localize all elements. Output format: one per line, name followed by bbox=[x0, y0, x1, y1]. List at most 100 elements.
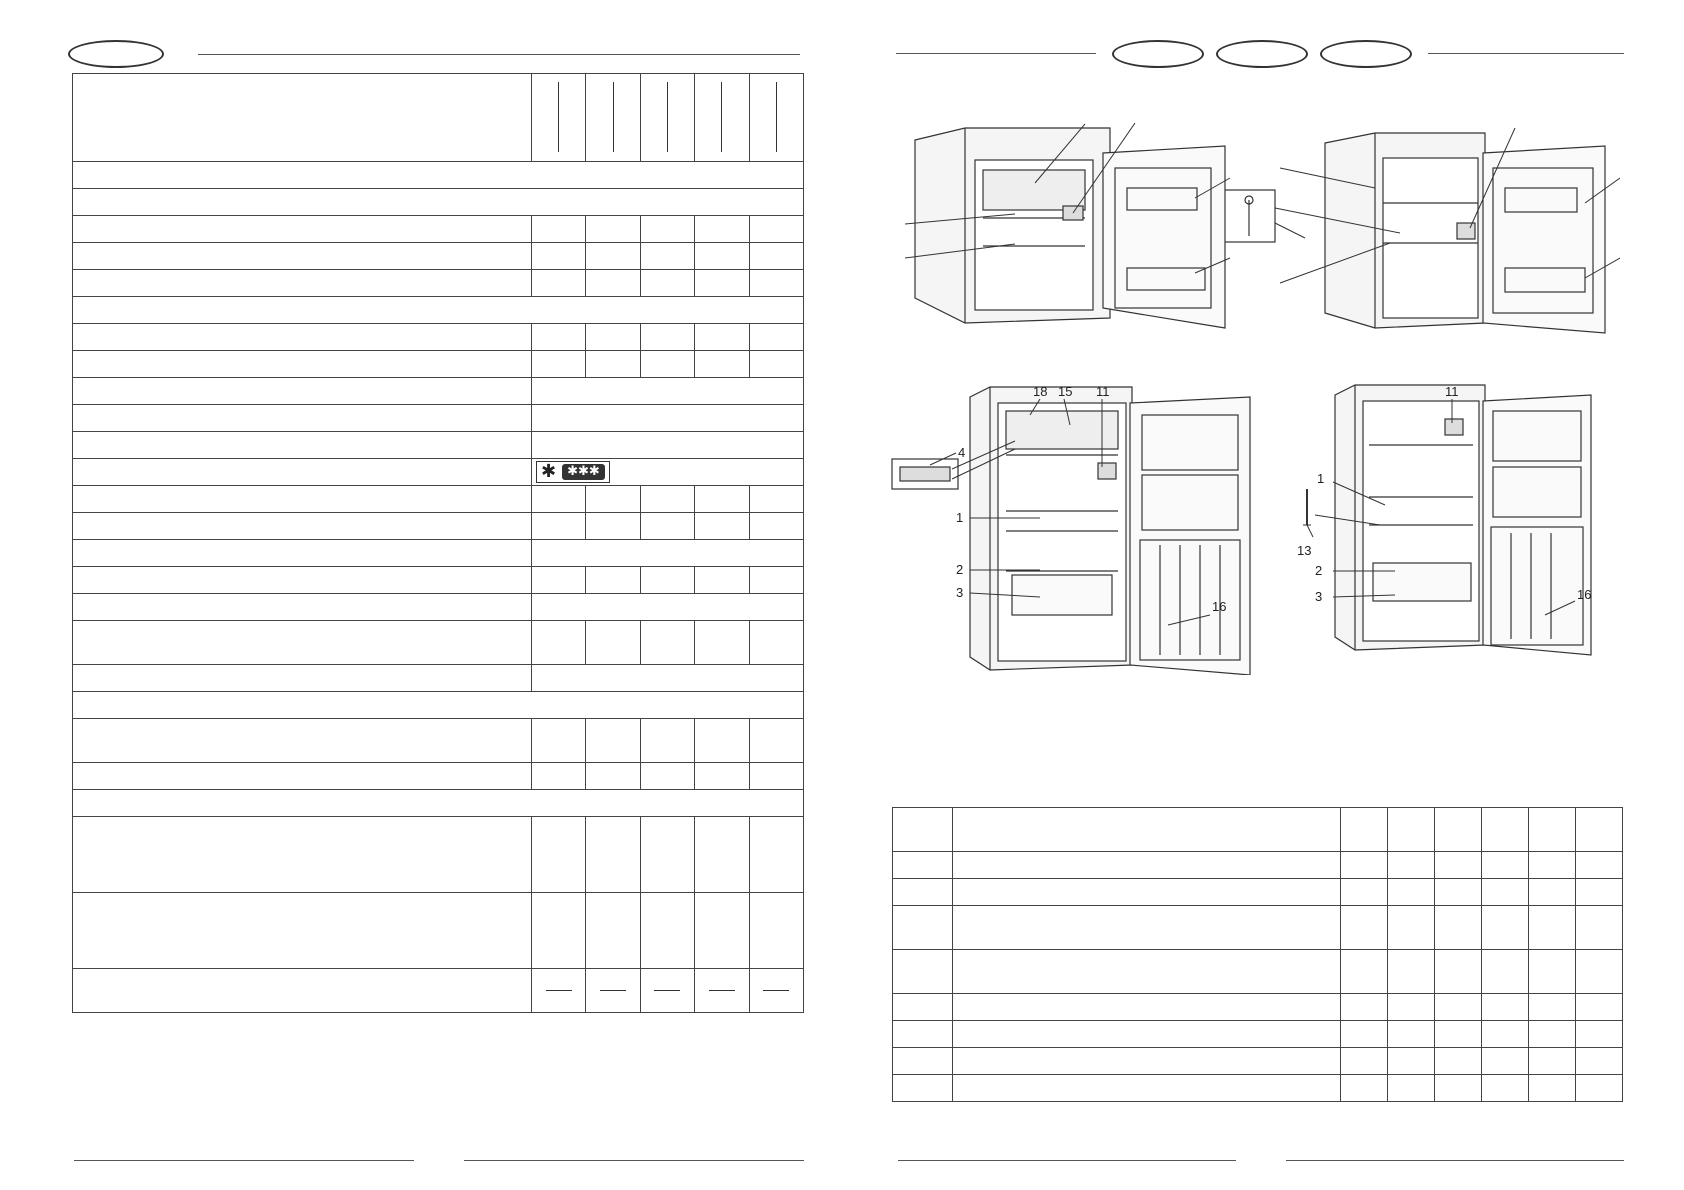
legend-number-cell bbox=[892, 807, 953, 852]
spec-value-cell bbox=[639, 762, 696, 790]
spec-label-cell bbox=[72, 968, 532, 1013]
spec-section-cell bbox=[72, 296, 804, 324]
spec-section-cell bbox=[72, 789, 804, 817]
callout-4: 4 bbox=[958, 445, 965, 460]
callout-11: 11 bbox=[1096, 384, 1110, 399]
legend-table-grid bbox=[892, 807, 1623, 1102]
spec-row bbox=[72, 664, 804, 692]
spec-label-cell bbox=[72, 323, 532, 351]
spec-value-cell bbox=[748, 485, 804, 513]
spec-label-cell bbox=[72, 458, 532, 486]
spec-value-cell bbox=[530, 718, 587, 763]
right-header-rule-right bbox=[1428, 53, 1624, 54]
spec-table: ✱✱✱✱ bbox=[72, 73, 804, 1021]
spec-value-cell bbox=[748, 892, 804, 969]
legend-value-cell bbox=[1387, 949, 1435, 994]
spec-value-cell bbox=[639, 485, 696, 513]
spec-value-cell bbox=[530, 762, 587, 790]
spec-value-cell bbox=[748, 73, 804, 162]
spec-value-cell bbox=[748, 323, 804, 351]
model-column-marker bbox=[666, 82, 668, 152]
legend-description-cell bbox=[952, 851, 1341, 879]
spec-value-cell bbox=[639, 512, 696, 540]
legend-row bbox=[892, 807, 1623, 852]
legend-value-cell bbox=[1528, 851, 1576, 879]
legend-value-cell bbox=[1340, 1020, 1388, 1048]
right-header-oval-3 bbox=[1320, 40, 1412, 68]
right-footer-rule-1 bbox=[898, 1160, 1236, 1161]
callout-2: 2 bbox=[1315, 563, 1322, 578]
spec-label-cell bbox=[72, 593, 532, 621]
dash-marker bbox=[545, 990, 572, 991]
spec-value-cell bbox=[748, 215, 804, 243]
spec-row bbox=[72, 789, 804, 817]
spec-label-cell bbox=[72, 566, 532, 594]
legend-value-cell bbox=[1481, 949, 1529, 994]
legend-value-cell bbox=[1434, 878, 1482, 906]
spec-value-cell bbox=[530, 485, 587, 513]
legend-value-cell bbox=[1387, 807, 1435, 852]
legend-row bbox=[892, 1020, 1623, 1048]
spec-row bbox=[72, 350, 804, 378]
legend-value-cell bbox=[1340, 1047, 1388, 1075]
right-header-rule-left bbox=[896, 53, 1096, 54]
spec-section-cell bbox=[72, 161, 804, 189]
legend-row bbox=[892, 1074, 1623, 1102]
legend-value-cell bbox=[1387, 905, 1435, 950]
spec-row bbox=[72, 892, 804, 969]
legend-number-cell bbox=[892, 905, 953, 950]
fridge-diagram-bottom-left: 18 15 11 4 1 2 3 16 bbox=[891, 384, 1251, 675]
callout-16: 16 bbox=[1212, 599, 1226, 614]
callout-11: 11 bbox=[1445, 384, 1459, 399]
spec-value-cell bbox=[530, 892, 587, 969]
spec-value-cell bbox=[530, 242, 587, 270]
spec-value-cell bbox=[694, 762, 750, 790]
spec-label-cell bbox=[72, 892, 532, 969]
spec-label-cell bbox=[72, 350, 532, 378]
spec-value-cell bbox=[694, 242, 750, 270]
spec-value-cell bbox=[748, 762, 804, 790]
spec-label-cell bbox=[72, 539, 532, 567]
legend-value-cell bbox=[1340, 905, 1388, 950]
spec-value-cell bbox=[530, 269, 587, 297]
legend-value-cell bbox=[1340, 851, 1388, 879]
legend-value-cell bbox=[1387, 851, 1435, 879]
spec-row bbox=[72, 269, 804, 297]
callout-18: 18 bbox=[1033, 384, 1047, 399]
spec-value-cell bbox=[530, 73, 587, 162]
spec-label-cell bbox=[72, 242, 532, 270]
legend-description-cell bbox=[952, 807, 1341, 852]
spec-merged-value-cell bbox=[531, 377, 804, 405]
legend-description-cell bbox=[952, 949, 1341, 994]
spec-row bbox=[72, 188, 804, 216]
spec-value-cell bbox=[748, 968, 804, 1013]
legend-row bbox=[892, 993, 1623, 1021]
spec-label-cell bbox=[72, 73, 532, 162]
dash-marker bbox=[600, 990, 627, 991]
spec-merged-value-cell bbox=[531, 664, 804, 692]
legend-value-cell bbox=[1434, 1074, 1482, 1102]
spec-value-cell bbox=[639, 718, 696, 763]
spec-value-cell bbox=[694, 485, 750, 513]
spec-row: ✱✱✱✱ bbox=[72, 458, 804, 486]
spec-value-cell bbox=[694, 269, 750, 297]
spec-row bbox=[72, 215, 804, 243]
legend-value-cell bbox=[1340, 878, 1388, 906]
spec-value-cell bbox=[639, 816, 696, 893]
spec-row bbox=[72, 539, 804, 567]
spec-row bbox=[72, 512, 804, 540]
spec-merged-value-cell bbox=[531, 539, 804, 567]
spec-freezer-cell: ✱✱✱✱ bbox=[531, 458, 804, 486]
legend-row bbox=[892, 1047, 1623, 1075]
spec-value-cell bbox=[639, 892, 696, 969]
spec-value-cell bbox=[748, 242, 804, 270]
legend-value-cell bbox=[1481, 905, 1529, 950]
right-header-oval-1 bbox=[1112, 40, 1204, 68]
legend-value-cell bbox=[1434, 1020, 1482, 1048]
legend-value-cell bbox=[1528, 993, 1576, 1021]
spec-value-cell bbox=[748, 620, 804, 665]
spec-value-cell bbox=[585, 73, 641, 162]
legend-value-cell bbox=[1528, 1020, 1576, 1048]
legend-value-cell bbox=[1575, 949, 1623, 994]
legend-value-cell bbox=[1340, 993, 1388, 1021]
